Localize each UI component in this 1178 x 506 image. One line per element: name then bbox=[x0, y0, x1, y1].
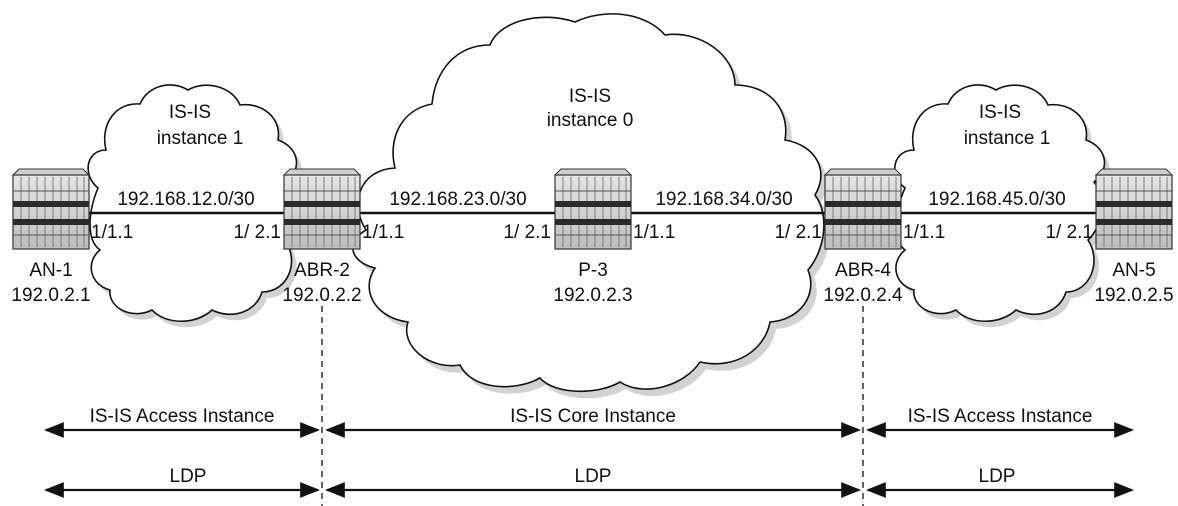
router-name: ABR-2 bbox=[294, 260, 350, 281]
router-name: P-3 bbox=[578, 260, 608, 281]
instance-segments: IS-IS Access Instance IS-IS Core Instanc… bbox=[44, 406, 1134, 438]
cloud-right-title: IS-IS bbox=[979, 102, 1021, 123]
port-label: 1/ 2.1 bbox=[503, 222, 551, 243]
router-icon bbox=[12, 168, 90, 250]
link-abr4-an5: 192.168.45.0/30 1/1.1 1/ 2.1 bbox=[900, 189, 1097, 243]
cloud-left: IS-IS instance 1 bbox=[87, 84, 302, 328]
router-address: 192.0.2.2 bbox=[282, 285, 361, 306]
link-an1-abr2: 192.168.12.0/30 1/1.1 1/ 2.1 bbox=[88, 189, 285, 243]
router-address: 192.0.2.4 bbox=[823, 285, 903, 306]
router-icon bbox=[554, 168, 632, 250]
router-an1: AN-1 192.0.2.1 bbox=[11, 168, 91, 306]
cloud-left-title: IS-IS bbox=[169, 102, 211, 123]
router-abr4: ABR-4 192.0.2.4 bbox=[823, 168, 903, 306]
port-label: 1/1.1 bbox=[91, 222, 133, 243]
segment-label: LDP bbox=[575, 466, 612, 487]
router-p3: P-3 192.0.2.3 bbox=[553, 168, 633, 306]
segment-label: IS-IS Core Instance bbox=[510, 406, 676, 427]
router-icon bbox=[1095, 168, 1173, 250]
router-an5: AN-5 192.0.2.5 bbox=[1094, 168, 1174, 306]
port-label: 1/1.1 bbox=[633, 222, 675, 243]
router-name: AN-1 bbox=[29, 260, 72, 281]
router-abr2: ABR-2 192.0.2.2 bbox=[282, 168, 362, 306]
segment-label: LDP bbox=[170, 466, 207, 487]
port-label: 1/1.1 bbox=[362, 222, 404, 243]
link-subnet-label: 192.168.23.0/30 bbox=[389, 189, 526, 210]
port-label: 1/ 2.1 bbox=[1045, 222, 1093, 243]
cloud-core-subtitle: instance 0 bbox=[547, 110, 634, 131]
router-address: 192.0.2.5 bbox=[1094, 285, 1173, 306]
segment-label: IS-IS Access Instance bbox=[908, 406, 1093, 427]
segment-label: IS-IS Access Instance bbox=[90, 406, 275, 427]
cloud-right-subtitle: instance 1 bbox=[964, 128, 1051, 149]
link-p3-abr4: 192.168.34.0/30 1/1.1 1/ 2.1 bbox=[630, 189, 826, 243]
cloud-core-title: IS-IS bbox=[569, 86, 611, 107]
router-icon bbox=[824, 168, 902, 250]
protocol-segments: LDP LDP LDP bbox=[44, 466, 1134, 498]
link-subnet-label: 192.168.34.0/30 bbox=[655, 189, 792, 210]
port-label: 1/ 2.1 bbox=[233, 222, 281, 243]
router-icon bbox=[283, 168, 361, 250]
segment-label: LDP bbox=[979, 466, 1016, 487]
router-name: AN-5 bbox=[1112, 260, 1155, 281]
port-label: 1/1.1 bbox=[903, 222, 945, 243]
router-name: ABR-4 bbox=[835, 260, 891, 281]
cloud-left-subtitle: instance 1 bbox=[157, 128, 244, 149]
cloud-right: IS-IS instance 1 bbox=[894, 84, 1110, 328]
link-subnet-label: 192.168.12.0/30 bbox=[117, 189, 254, 210]
link-subnet-label: 192.168.45.0/30 bbox=[928, 189, 1065, 210]
port-label: 1/ 2.1 bbox=[774, 222, 822, 243]
link-abr2-p3: 192.168.23.0/30 1/1.1 1/ 2.1 bbox=[359, 189, 556, 243]
router-address: 192.0.2.3 bbox=[553, 285, 632, 306]
router-address: 192.0.2.1 bbox=[11, 285, 90, 306]
